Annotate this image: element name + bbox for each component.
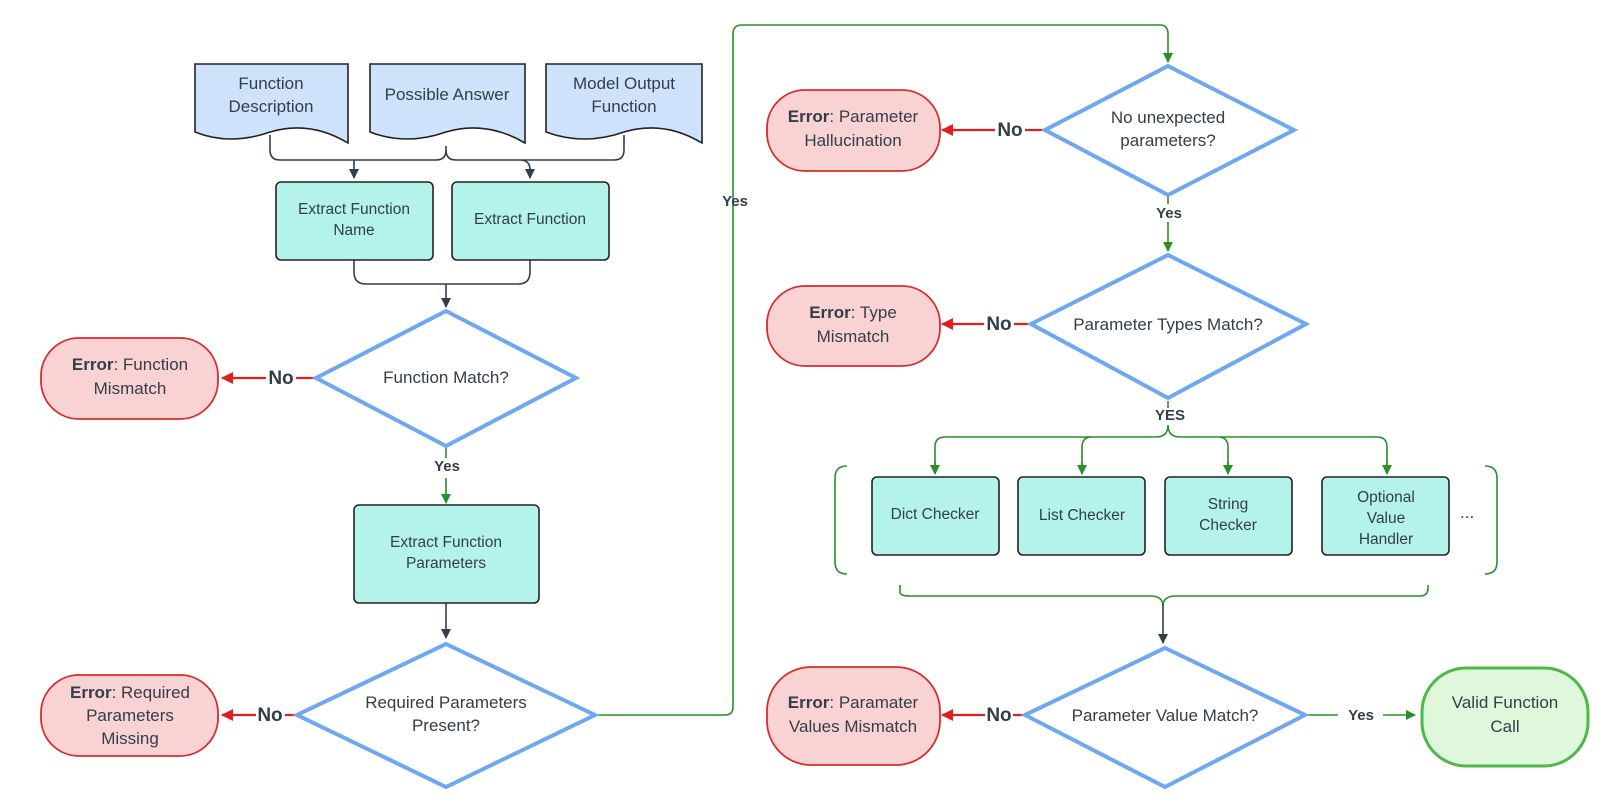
edge-label-no-value: No [986, 705, 1011, 726]
svg-text:Error: Parameter: Error: Parameter [788, 107, 919, 126]
svg-text:Error: Type: Error: Type [809, 303, 897, 322]
checker-optional-value-handler: Optional Value Handler [1321, 476, 1450, 556]
process-extract-function-parameters: Extract Function Parameters [353, 504, 540, 604]
extract-function-label: Extract Function [474, 211, 586, 228]
value-match-label: Parameter Value Match? [1072, 706, 1259, 725]
error-type-rest: : Type [851, 303, 897, 322]
error-required-line2: Parameters [86, 706, 174, 725]
error-hallucination-bold: Error [788, 107, 830, 126]
doc-possible-answer-label: Possible Answer [385, 85, 510, 104]
error-type-line2: Mismatch [817, 327, 890, 346]
error-hallucination-line2: Hallucination [804, 131, 901, 150]
decision-parameter-value-match: Parameter Value Match? [1020, 645, 1310, 790]
checker-list: List Checker [1017, 476, 1146, 556]
checker-string-line1: String [1208, 496, 1249, 513]
edge-label-yes-value: Yes [1348, 707, 1374, 724]
edge-label-no-function-match: No [268, 368, 293, 389]
doc-model-output-line1: Model Output [573, 74, 675, 93]
checker-optional-line3: Handler [1359, 531, 1413, 548]
svg-text:Error: Required: Error: Required [70, 683, 190, 702]
doc-shape [194, 63, 349, 145]
edge-label-yes-required: Yes [722, 193, 748, 210]
unexpected-line2: parameters? [1120, 131, 1215, 150]
checker-group-left-bracket [834, 465, 848, 575]
edge-label-no-unexpected: No [997, 120, 1022, 141]
doc-function-description: Function Description [194, 63, 349, 145]
checker-ellipsis: ... [1460, 503, 1474, 522]
error-required-line3: Missing [101, 729, 159, 748]
doc-model-output-line2: Function [591, 97, 656, 116]
unexpected-line1: No unexpected [1111, 108, 1225, 127]
function-match-label: Function Match? [383, 368, 509, 387]
error-type-mismatch: Error: Type Mismatch [766, 285, 941, 367]
extract-params-line2: Parameters [406, 555, 486, 572]
checker-group-right-bracket [1484, 465, 1498, 575]
error-hallucination-rest: : Parameter [829, 107, 918, 126]
required-line2: Present? [412, 716, 480, 735]
error-required-missing: Error: Required Parameters Missing [40, 674, 219, 757]
edge-label-no-required: No [257, 705, 282, 726]
error-parameter-hallucination: Error: Parameter Hallucination [766, 89, 941, 172]
valid-line2: Call [1490, 717, 1519, 736]
decision-required-parameters: Required Parameters Present? [292, 641, 600, 790]
checker-dict: Dict Checker [871, 476, 1000, 556]
checker-string: String Checker [1164, 476, 1293, 556]
doc-model-output: Model Output Function [545, 63, 703, 145]
error-function-mismatch: Error: Function Mismatch [40, 337, 219, 420]
doc-shape [545, 63, 703, 145]
decision-no-unexpected-parameters: No unexpected parameters? [1040, 63, 1299, 198]
error-values-bold: Error [788, 693, 830, 712]
edge-label-yes-types: YES [1155, 407, 1185, 424]
connector-docs-to-extract-name [269, 135, 447, 178]
types-match-label: Parameter Types Match? [1073, 315, 1263, 334]
connector-types-to-checkers [934, 424, 1388, 472]
error-function-mismatch-bold: Error [72, 355, 114, 374]
checker-string-line2: Checker [1199, 517, 1257, 534]
edge-label-yes-function-match: Yes [434, 458, 460, 475]
connector-docs-to-extract-function [445, 135, 625, 178]
checker-dict-label: Dict Checker [891, 506, 980, 523]
valid-line1: Valid Function [1452, 693, 1558, 712]
error-type-bold: Error [809, 303, 851, 322]
process-extract-function: Extract Function [451, 181, 610, 261]
connector-required-yes [595, 24, 1173, 716]
error-values-line2: Values Mismatch [789, 717, 917, 736]
checker-list-label: List Checker [1039, 507, 1125, 524]
error-values-mismatch: Error: Paramater Values Mismatch [766, 666, 941, 766]
connector-extract-to-function-match [353, 260, 531, 307]
svg-text:Error: Function: Error: Function [72, 355, 188, 374]
error-required-rest: : Required [112, 683, 190, 702]
svg-text:Error: Paramater: Error: Paramater [788, 693, 919, 712]
doc-shape [369, 63, 526, 145]
edge-label-no-types: No [986, 314, 1011, 335]
doc-function-description-line1: Function [238, 74, 303, 93]
doc-function-description-line2: Description [228, 97, 313, 116]
result-valid-function-call: Valid Function Call [1420, 666, 1590, 768]
extract-name-line2: Name [333, 222, 374, 239]
error-function-mismatch-rest: : Function [113, 355, 188, 374]
checker-optional-line2: Value [1367, 510, 1406, 527]
error-function-mismatch-line2: Mismatch [94, 379, 167, 398]
connectors [222, 24, 1498, 716]
edge-label-yes-unexpected: Yes [1156, 205, 1182, 222]
error-required-bold: Error [70, 683, 112, 702]
extract-name-line1: Extract Function [298, 201, 410, 218]
checker-group-brace [899, 585, 1429, 607]
required-line1: Required Parameters [365, 693, 527, 712]
decision-function-match: Function Match? [311, 308, 581, 449]
doc-possible-answer: Possible Answer [369, 63, 526, 145]
checker-optional-line1: Optional [1357, 489, 1415, 506]
extract-params-line1: Extract Function [390, 534, 502, 551]
process-extract-function-name: Extract Function Name [275, 181, 434, 261]
decision-parameter-types-match: Parameter Types Match? [1026, 252, 1311, 401]
error-values-rest: : Paramater [829, 693, 918, 712]
